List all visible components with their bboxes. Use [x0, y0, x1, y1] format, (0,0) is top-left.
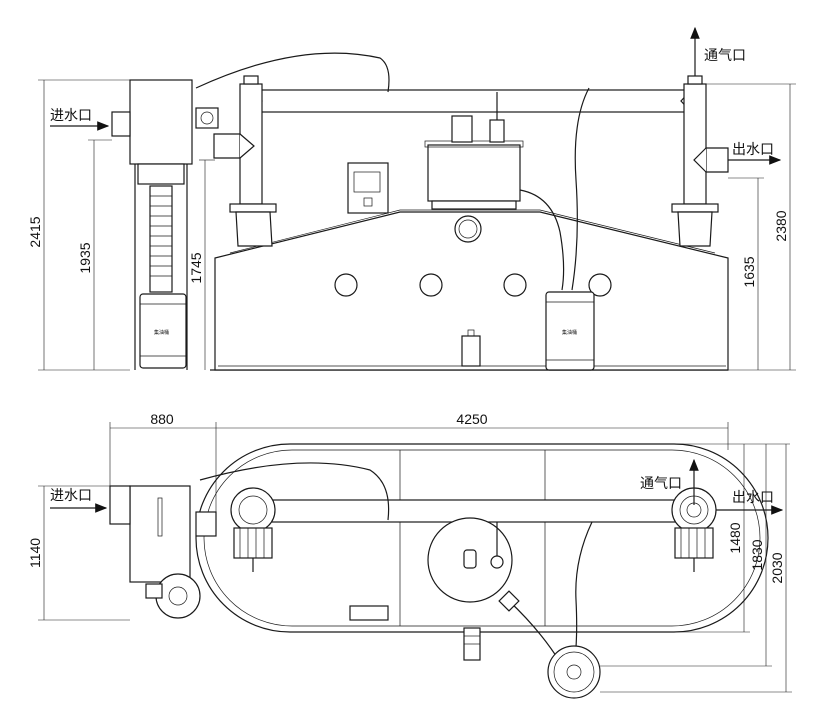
- plan-view: 进水口 出水口 通气口 880 4250 1140 1480: [27, 411, 792, 699]
- skimmer-base: [431, 200, 517, 210]
- skimmer-gearbox: [489, 119, 505, 143]
- plan-dimension-lines: [38, 422, 792, 693]
- vent-label-elevation: 通气口: [704, 48, 746, 64]
- inspection-port-4: [588, 273, 612, 297]
- plan-left-hose: [199, 462, 390, 521]
- dim-1745: 1745: [188, 252, 204, 283]
- oil-discharge-hose: [519, 189, 565, 291]
- left-riser-cap: [243, 75, 259, 85]
- control-box: [347, 162, 389, 214]
- manhole: [454, 215, 482, 243]
- control-display: [353, 171, 381, 193]
- left-riser-lower: [235, 211, 273, 247]
- left-hose: [195, 52, 390, 93]
- left-riser-plan: [230, 487, 276, 533]
- coil-lines: [150, 195, 172, 277]
- right-hose-vertical: [571, 87, 590, 291]
- top-pipe: [257, 89, 687, 113]
- dim-2415: 2415: [27, 216, 43, 247]
- left-flange: [229, 203, 277, 213]
- skimmer-plan-motor: [463, 549, 477, 569]
- dim-4250: 4250: [456, 411, 487, 427]
- skimmer-plan-gear: [490, 555, 504, 569]
- right-riser-cap: [687, 75, 703, 85]
- oil-barrel-left: [139, 293, 187, 369]
- right-riser: [683, 83, 707, 205]
- pretreatment-neck: [137, 163, 185, 185]
- outlet-label-elevation: 出水口: [732, 142, 774, 158]
- pretreatment-inlet-plan: [109, 485, 131, 525]
- dim-2030: 2030: [769, 552, 785, 583]
- elevation-view: 集油桶 集油桶 进水口 出水口 通气口: [27, 26, 796, 371]
- drain-valve: [461, 335, 481, 367]
- left-inlet-elbow: [239, 133, 255, 159]
- dim-1830: 1830: [749, 539, 765, 570]
- inlet-label-plan: 进水口: [50, 488, 92, 504]
- dim-880: 880: [150, 411, 174, 427]
- skimmer-lid: [424, 140, 524, 148]
- right-riser-lower: [677, 211, 713, 247]
- dim-2380: 2380: [773, 210, 789, 241]
- oil-barrel-right: [545, 291, 595, 371]
- right-outlet-elbow: [693, 147, 707, 173]
- left-inlet-stub: [213, 133, 241, 159]
- oil-barrel-left-label: 集油桶: [154, 329, 169, 336]
- pretreatment-motor: [195, 107, 219, 129]
- dim-1140: 1140: [27, 538, 43, 568]
- skimmer-motor: [451, 115, 473, 143]
- elevation-dimension-lines: [38, 79, 796, 371]
- coil-column: [149, 185, 173, 293]
- dim-1480: 1480: [727, 522, 743, 553]
- pretreatment-plan: [129, 485, 191, 583]
- manhole-inner: [458, 219, 478, 239]
- inlet-label-elevation: 进水口: [50, 108, 92, 124]
- skimmer-unit: [427, 144, 521, 202]
- outlet-label-plan: 出水口: [732, 490, 774, 506]
- oil-barrel-right-label: 集油桶: [562, 329, 577, 336]
- control-box-plan: [349, 605, 389, 621]
- vent-label-plan: 通气口: [640, 476, 682, 492]
- dim-1635: 1635: [741, 256, 757, 287]
- control-switch: [363, 197, 373, 207]
- pretreatment-pump-plan: [145, 583, 163, 599]
- inspection-port-1: [334, 273, 358, 297]
- plan-hose-coupling: [498, 590, 520, 612]
- dim-1935: 1935: [77, 242, 93, 273]
- inspection-port-2: [419, 273, 443, 297]
- drain-valve-top: [467, 329, 475, 337]
- pretreatment-inlet-stub: [111, 111, 131, 137]
- oil-barrel-plan: [547, 645, 601, 699]
- right-flange: [671, 203, 719, 213]
- inspection-port-3: [503, 273, 527, 297]
- pretreatment-sight: [157, 497, 163, 537]
- pretreatment-barrel-plan: [155, 573, 201, 619]
- pretreatment-box: [129, 79, 193, 165]
- right-outlet-stub: [705, 147, 729, 173]
- tank-roof-line: [229, 209, 716, 254]
- pretreatment-motor-plan: [195, 511, 217, 537]
